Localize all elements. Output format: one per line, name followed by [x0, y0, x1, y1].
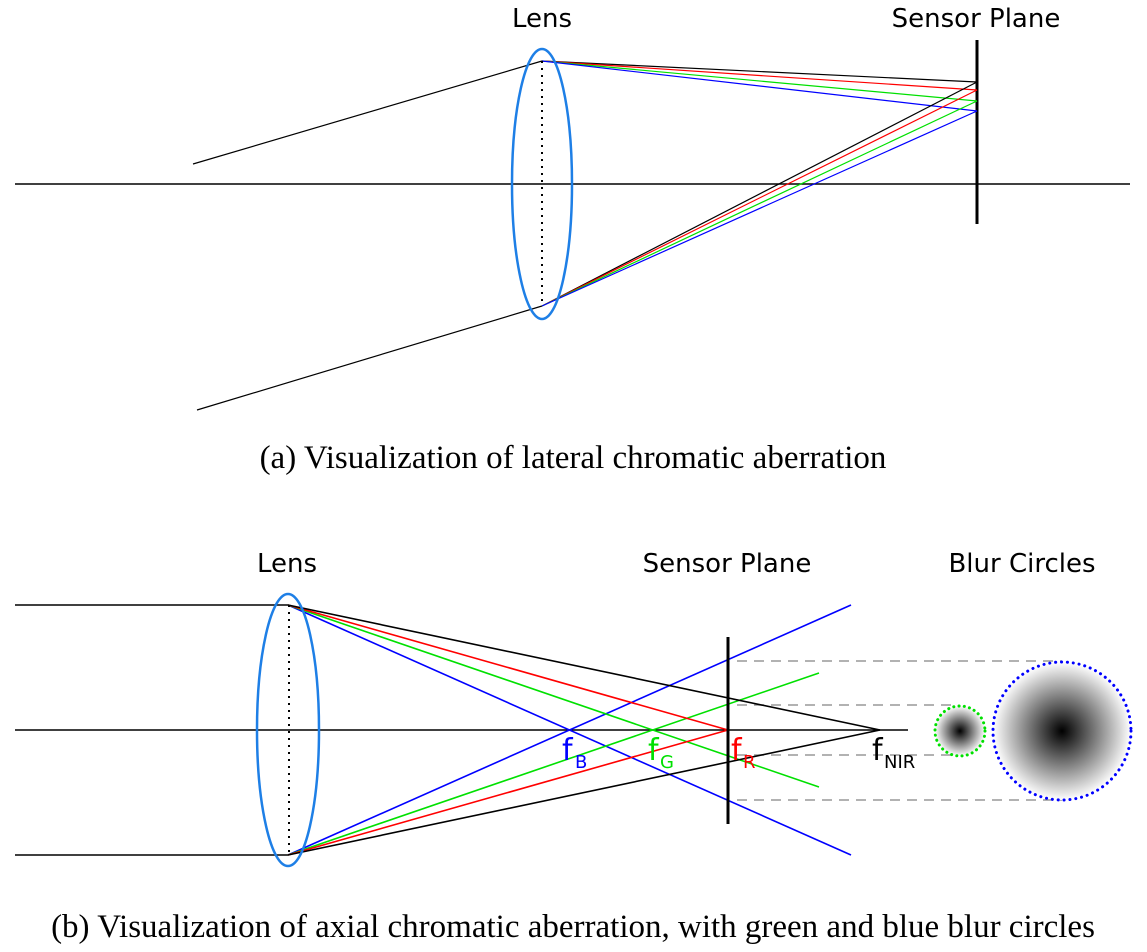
blur-circle-green [933, 704, 987, 758]
panel-b: Lens Sensor Plane Blur Circles [15, 549, 1133, 945]
ray-blue-top-a [541, 60, 978, 112]
ray-nir-bottom-b [287, 729, 881, 856]
focus-subscript-blue: B [575, 752, 587, 773]
ray-red-top-a [541, 60, 978, 91]
ray-green-top-b [287, 604, 820, 788]
blur-circles-label: Blur Circles [948, 549, 1095, 579]
ray-green-top-a [541, 60, 978, 102]
ray-black-bottom-a [541, 81, 978, 307]
blur-circle-green-fill [935, 706, 985, 756]
focus-subscript-green: G [660, 752, 674, 773]
focus-symbol-nir: f [872, 733, 884, 768]
projection-lines [737, 660, 1062, 801]
focus-label-blue: f B [562, 733, 587, 773]
ray-blue-bottom-b [287, 604, 852, 856]
sensor-plane-label-b: Sensor Plane [643, 549, 812, 579]
sensor-plane-label-a: Sensor Plane [892, 4, 1061, 34]
blur-circle-blue-border [991, 660, 1133, 802]
lens-a [510, 47, 574, 321]
ray-nir-top-b [287, 604, 881, 731]
focus-label-nir: f NIR [872, 733, 915, 773]
focus-symbol-green: f [648, 733, 660, 768]
focus-symbol-red: f [731, 733, 743, 768]
incoming-ray-top-a [192, 60, 543, 165]
caption-b: (b) Visualization of axial chromatic abe… [51, 909, 1095, 945]
lens-label-b: Lens [257, 549, 317, 579]
focus-label-green: f G [648, 733, 674, 773]
ray-green-bottom-b [287, 672, 820, 856]
blur-circle-blue-fill [993, 662, 1131, 800]
ray-black-top-a [541, 60, 978, 83]
ray-blue-bottom-a [541, 110, 978, 307]
focus-subscript-nir: NIR [884, 752, 915, 773]
lens-b [255, 592, 321, 868]
ray-red-bottom-a [541, 89, 978, 307]
lens-label-a: Lens [512, 4, 572, 34]
blur-circle-blue [991, 660, 1133, 802]
panel-a: Lens Sensor Plane (a) Visualization of l… [15, 4, 1130, 476]
focus-subscript-red: R [743, 752, 756, 773]
incoming-ray-bottom-a [196, 305, 543, 411]
ray-green-bottom-a [541, 100, 978, 307]
focus-label-red: f R [731, 733, 756, 773]
blur-circle-green-border [933, 704, 987, 758]
caption-a: (a) Visualization of lateral chromatic a… [260, 440, 887, 476]
focus-symbol-blue: f [562, 733, 574, 768]
ray-red-top-b [287, 604, 729, 731]
ray-red-bottom-b [287, 729, 729, 856]
